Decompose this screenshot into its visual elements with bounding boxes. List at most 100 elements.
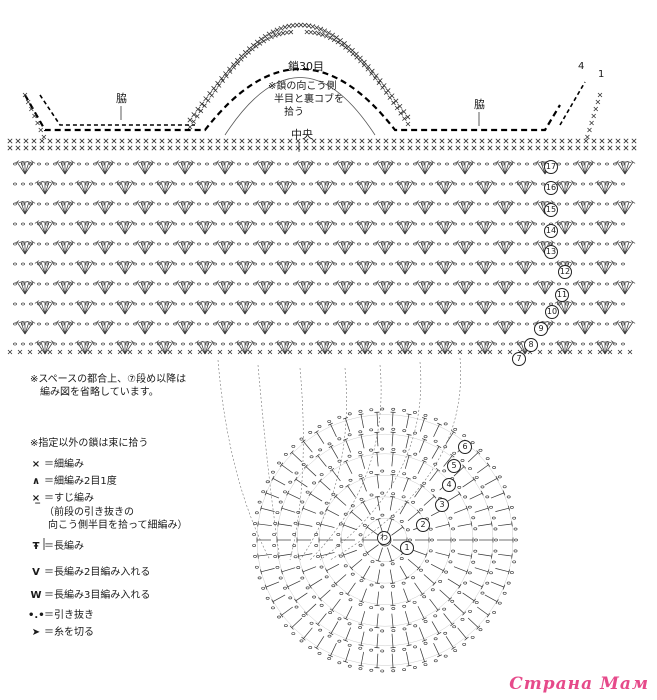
double-crochet-mark — [424, 281, 430, 295]
double-crochet-mark — [216, 161, 226, 175]
chain-mark — [502, 485, 507, 489]
double-crochet-mark — [80, 181, 86, 195]
chain-mark — [605, 242, 609, 246]
double-crochet-mark — [176, 241, 186, 255]
guide-line — [329, 357, 461, 561]
chain-mark — [261, 490, 266, 494]
double-crochet-mark — [456, 201, 466, 215]
double-crochet-mark — [556, 181, 566, 195]
double-crochet-mark — [256, 201, 266, 215]
chain-mark — [429, 302, 433, 306]
single-crochet-mark — [298, 22, 304, 28]
double-crochet-mark — [64, 241, 70, 255]
single-crochet-mark — [71, 145, 77, 151]
chain-mark — [467, 571, 472, 575]
double-crochet-mark — [359, 600, 365, 603]
single-crochet-mark — [535, 145, 541, 151]
double-crochet-mark — [506, 160, 512, 164]
double-crochet-mark — [498, 160, 504, 164]
double-crochet-mark — [474, 220, 480, 224]
single-crochet-mark — [273, 33, 278, 38]
chain-mark — [69, 222, 73, 226]
single-crochet-mark — [231, 65, 237, 70]
double-crochet-mark — [140, 201, 146, 215]
double-crochet-mark — [496, 241, 506, 255]
single-crochet-mark — [79, 145, 85, 151]
double-crochet-mark — [404, 611, 410, 625]
single-crochet-mark — [302, 22, 308, 28]
single-crochet-mark — [415, 138, 421, 144]
single-crochet-mark — [271, 145, 277, 151]
double-crochet-mark — [150, 160, 156, 164]
chain-mark — [245, 242, 249, 246]
double-crochet-mark — [390, 473, 396, 476]
double-crochet-mark — [584, 161, 594, 175]
double-crochet-mark — [144, 161, 150, 175]
double-crochet-mark — [504, 281, 510, 295]
chain-mark — [213, 342, 217, 346]
double-crochet-mark — [436, 181, 446, 195]
double-crochet-mark — [76, 341, 86, 355]
single-crochet-mark — [427, 349, 433, 355]
double-crochet-mark — [350, 240, 356, 244]
double-crochet-mark — [586, 320, 592, 324]
double-crochet-mark — [584, 281, 590, 295]
legend-text: ＝長編み3目編み入れる — [44, 590, 151, 601]
double-crochet-mark — [584, 201, 594, 215]
chain-mark — [229, 302, 233, 306]
double-crochet-mark — [104, 281, 114, 295]
double-crochet-mark — [377, 569, 381, 584]
chain-mark — [338, 522, 343, 526]
double-crochet-mark — [590, 160, 596, 164]
chain-mark — [181, 222, 185, 226]
double-crochet-mark — [464, 201, 470, 215]
double-crochet-mark — [426, 200, 432, 204]
chain-mark — [165, 162, 169, 166]
double-crochet-mark — [360, 301, 366, 315]
double-crochet-mark — [130, 220, 136, 224]
double-crochet-mark — [180, 161, 186, 175]
chain-mark — [325, 282, 329, 286]
double-crochet-mark — [238, 340, 244, 344]
double-crochet-mark — [66, 160, 72, 164]
double-crochet-mark — [138, 240, 144, 244]
double-crochet-mark — [556, 301, 566, 315]
double-crochet-mark — [361, 588, 367, 602]
single-crochet-mark — [117, 349, 123, 355]
chain-mark — [133, 322, 137, 326]
double-crochet-mark — [254, 160, 260, 164]
double-crochet-mark — [386, 200, 392, 204]
double-crochet-mark — [457, 553, 472, 557]
double-crochet-mark — [546, 200, 552, 204]
single-crochet-mark — [290, 22, 296, 28]
double-crochet-mark — [364, 181, 370, 195]
double-crochet-mark — [404, 500, 410, 504]
chain-mark — [461, 262, 465, 266]
chain-mark — [485, 619, 490, 623]
chain-mark — [157, 282, 161, 286]
chain-mark — [69, 262, 73, 266]
double-crochet-mark — [366, 544, 379, 554]
single-crochet-mark — [253, 43, 259, 49]
chain-mark — [13, 242, 17, 246]
single-crochet-mark — [294, 22, 300, 28]
double-crochet-mark — [524, 181, 534, 195]
double-crochet-mark — [206, 340, 212, 344]
double-crochet-mark — [546, 240, 552, 244]
double-crochet-mark — [266, 200, 272, 204]
double-crochet-mark — [244, 221, 254, 235]
chain-mark — [469, 342, 473, 346]
chain-mark — [443, 422, 448, 426]
double-crochet-mark — [453, 466, 465, 477]
double-crochet-mark — [432, 494, 437, 499]
double-crochet-mark — [448, 521, 451, 527]
double-crochet-mark — [24, 321, 30, 335]
double-crochet-mark — [244, 261, 250, 275]
double-crochet-mark — [264, 201, 274, 215]
double-crochet-mark — [280, 181, 286, 195]
double-crochet-mark — [456, 321, 466, 335]
chain-mark — [365, 202, 369, 206]
double-crochet-mark — [370, 180, 376, 184]
double-crochet-mark — [277, 521, 279, 527]
